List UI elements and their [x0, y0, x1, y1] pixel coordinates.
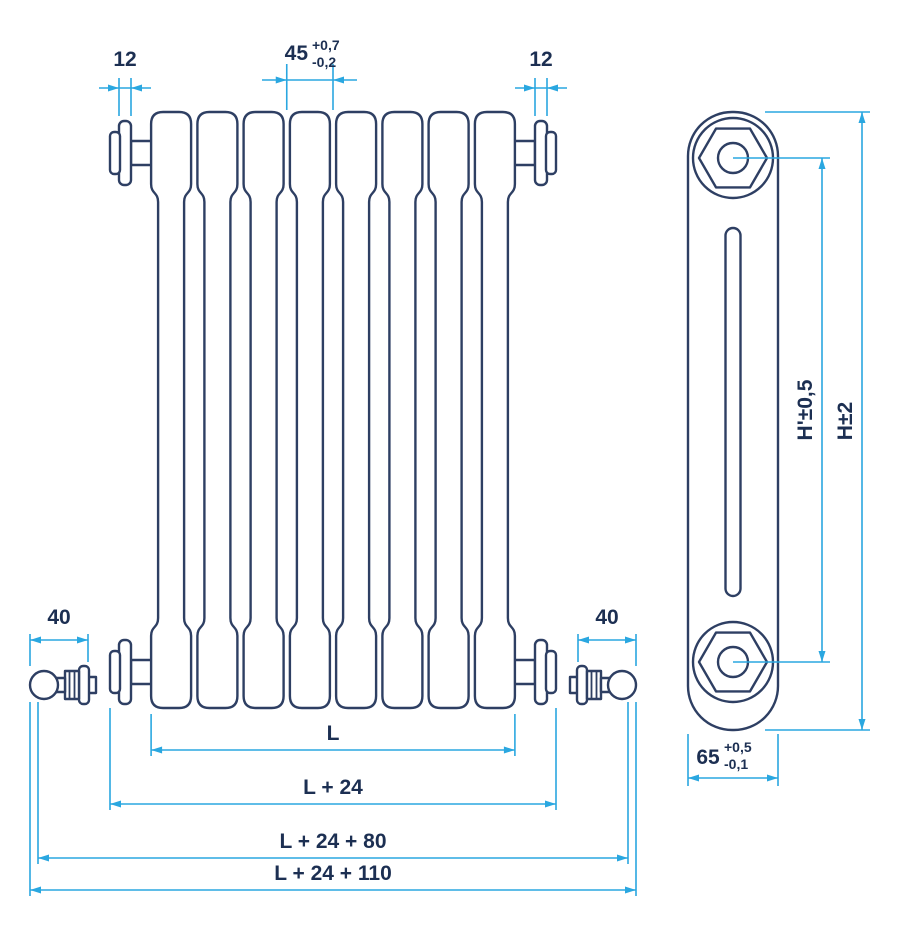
- dimension-label-valve-right: 40: [595, 606, 618, 629]
- radiator-front-view: [28, 110, 638, 710]
- dimension-total-height: H±2: [765, 111, 870, 731]
- radiator-section: [473, 110, 517, 710]
- arrowhead: [818, 158, 826, 169]
- arrowhead: [625, 636, 636, 644]
- arrowhead: [818, 651, 826, 662]
- side-plug-bottom-right: [511, 638, 558, 706]
- dimension-label-cap-right: 12: [529, 48, 552, 71]
- arrowhead: [617, 854, 628, 862]
- arrowhead: [333, 76, 344, 84]
- dimension-depth: 65 +0,5 -0,1: [687, 734, 779, 786]
- arrowhead: [503, 746, 515, 754]
- radiator-section: [427, 110, 470, 710]
- valve-assembly-left: [28, 664, 98, 706]
- arrowhead: [578, 636, 589, 644]
- dimension-label-center-height: H'±0,5: [794, 379, 817, 440]
- radiator-section: [381, 110, 424, 710]
- dimension-label-length-plugs: L + 24: [303, 776, 363, 799]
- arrowhead: [131, 84, 142, 92]
- arrowhead: [110, 800, 121, 808]
- dimension-center-height: H'±0,5: [733, 157, 830, 663]
- side-plug-bottom-left: [108, 638, 155, 706]
- dimension-label-length-valve: L + 24 + 80: [279, 830, 386, 853]
- dimension-cap-left: 12: [99, 48, 151, 116]
- dimension-length-valve: L + 24 + 80: [37, 702, 629, 864]
- dimension-cap-right: 12: [515, 48, 567, 116]
- dimension-label-pitch: 45: [285, 42, 309, 65]
- side-plug-top-left: [108, 119, 155, 187]
- dimension-label-total-height: H±2: [834, 402, 857, 440]
- valve-assembly-right: [568, 664, 638, 706]
- arrowhead: [38, 854, 49, 862]
- dimension-label-length: L: [327, 722, 340, 745]
- dimension-pitch: 45 +0,7 -0,2: [262, 37, 357, 110]
- arrowhead: [688, 774, 699, 782]
- arrowhead: [30, 886, 41, 894]
- arrowhead: [77, 636, 88, 644]
- dimension-label-length-total: L + 24 + 110: [274, 862, 392, 885]
- dimension-label-valve-left: 40: [47, 606, 70, 629]
- radiator-section: [149, 110, 193, 710]
- dimension-length-plugs: L + 24: [109, 708, 557, 810]
- arrowhead: [30, 636, 41, 644]
- arrowhead: [858, 719, 866, 730]
- dimension-tolerance-plus: +0,7: [312, 37, 340, 53]
- arrowhead: [108, 84, 119, 92]
- radiator-section: [242, 110, 285, 710]
- arrowhead: [545, 800, 556, 808]
- arrowhead: [858, 112, 866, 123]
- radiator-section: [334, 110, 378, 710]
- dimension-tolerance-plus: +0,5: [724, 739, 752, 755]
- side-slot: [724, 226, 742, 598]
- arrowhead: [275, 76, 287, 84]
- dimension-valve-right: 40: [577, 606, 637, 666]
- arrowhead: [547, 84, 558, 92]
- dimension-tolerance-minus: -0,2: [312, 54, 336, 70]
- radiator-side-view: [686, 110, 780, 732]
- radiator-section: [196, 110, 239, 710]
- dimension-length: L: [150, 714, 516, 756]
- dimension-length-total: L + 24 + 110: [29, 702, 637, 896]
- arrowhead: [151, 746, 163, 754]
- radiator-section: [288, 110, 332, 710]
- dimension-label-cap-left: 12: [113, 48, 136, 71]
- arrowhead: [767, 774, 778, 782]
- arrowhead: [524, 84, 535, 92]
- dimension-tolerance-minus: -0,1: [724, 756, 748, 772]
- arrowhead: [625, 886, 636, 894]
- dimension-label-depth: 65: [696, 746, 720, 769]
- side-plug-top-right: [511, 119, 558, 187]
- radiator-sections: [149, 110, 517, 710]
- dimension-valve-left: 40: [29, 606, 89, 666]
